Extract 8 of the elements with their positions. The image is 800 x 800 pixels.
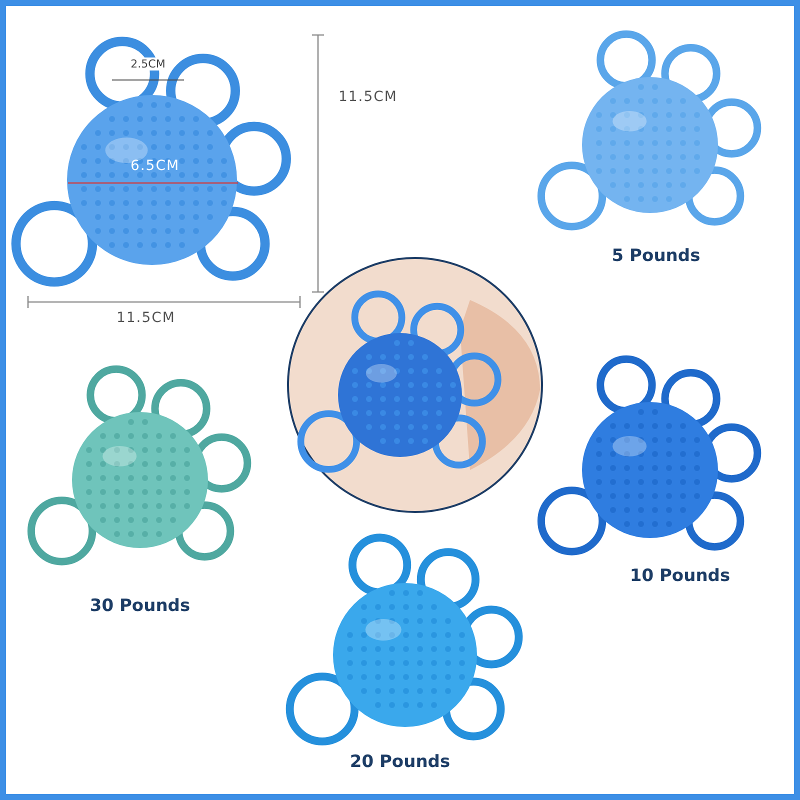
weight-label: 10 Pounds bbox=[630, 566, 730, 586]
dimension-label: 6.5CM bbox=[130, 158, 180, 174]
weight-label: 5 Pounds bbox=[612, 246, 700, 266]
dimension-label: 2.5CM bbox=[128, 58, 168, 70]
weight-label: 30 Pounds bbox=[90, 596, 190, 616]
weight-label: 20 Pounds bbox=[350, 752, 450, 772]
dimension-label: 11.5CM bbox=[338, 89, 398, 105]
dimension-label: 11.5CM bbox=[116, 310, 176, 326]
